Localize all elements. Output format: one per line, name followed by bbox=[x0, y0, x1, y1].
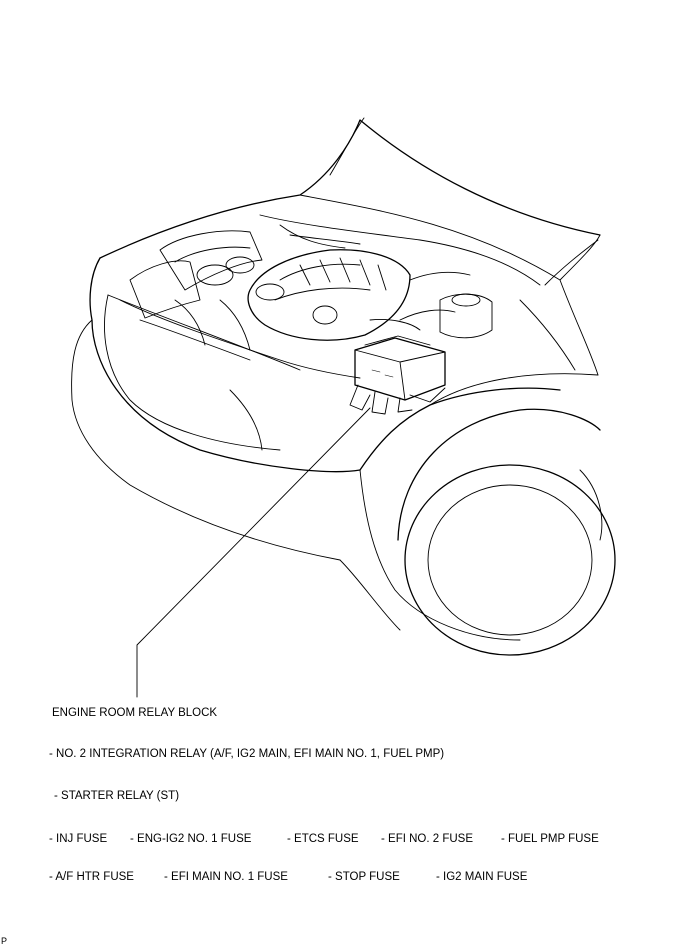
relay-line-2: - STARTER RELAY (ST) bbox=[54, 790, 180, 802]
leader-line bbox=[136, 407, 371, 698]
fuse-efi-main-no1: - EFI MAIN NO. 1 FUSE bbox=[164, 871, 288, 883]
car-body-outline bbox=[71, 117, 616, 656]
fuse-efi-no2: - EFI NO. 2 FUSE bbox=[381, 833, 474, 845]
fuse-ig2-main: - IG2 MAIN FUSE bbox=[436, 871, 528, 883]
fuse-af-htr: - A/F HTR FUSE bbox=[49, 871, 134, 883]
relay-block-drawing bbox=[349, 335, 446, 415]
engine-bay bbox=[119, 214, 541, 379]
fuse-stop: - STOP FUSE bbox=[328, 871, 400, 883]
fuse-inj: - INJ FUSE bbox=[49, 833, 108, 845]
fuse-eng-ig2-no1: - ENG-IG2 NO. 1 FUSE bbox=[130, 833, 252, 845]
engine-room-illustration bbox=[71, 117, 616, 698]
fuse-etcs: - ETCS FUSE bbox=[287, 833, 359, 845]
fuse-fuel-pmp: - FUEL PMP FUSE bbox=[501, 833, 599, 845]
figure-code: P bbox=[1, 936, 8, 946]
relay-line-1: - NO. 2 INTEGRATION RELAY (A/F, IG2 MAIN… bbox=[49, 748, 445, 760]
callout-title: ENGINE ROOM RELAY BLOCK bbox=[52, 707, 218, 719]
